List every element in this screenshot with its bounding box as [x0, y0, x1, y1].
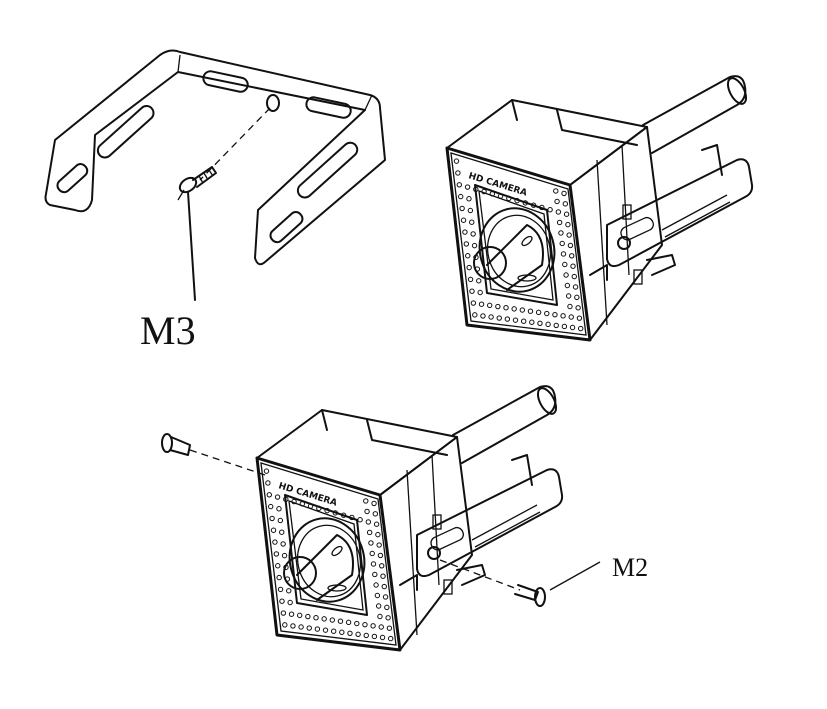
- m2-screw-left: [161, 433, 266, 476]
- m2-screw-right: [439, 559, 601, 607]
- camera-with-bracket: [255, 383, 564, 652]
- m2-label: M2: [612, 553, 648, 582]
- camera-assembled: [445, 73, 754, 342]
- u-bracket: [44, 49, 386, 266]
- m3-screw: [177, 107, 271, 301]
- m3-label: M3: [140, 308, 196, 353]
